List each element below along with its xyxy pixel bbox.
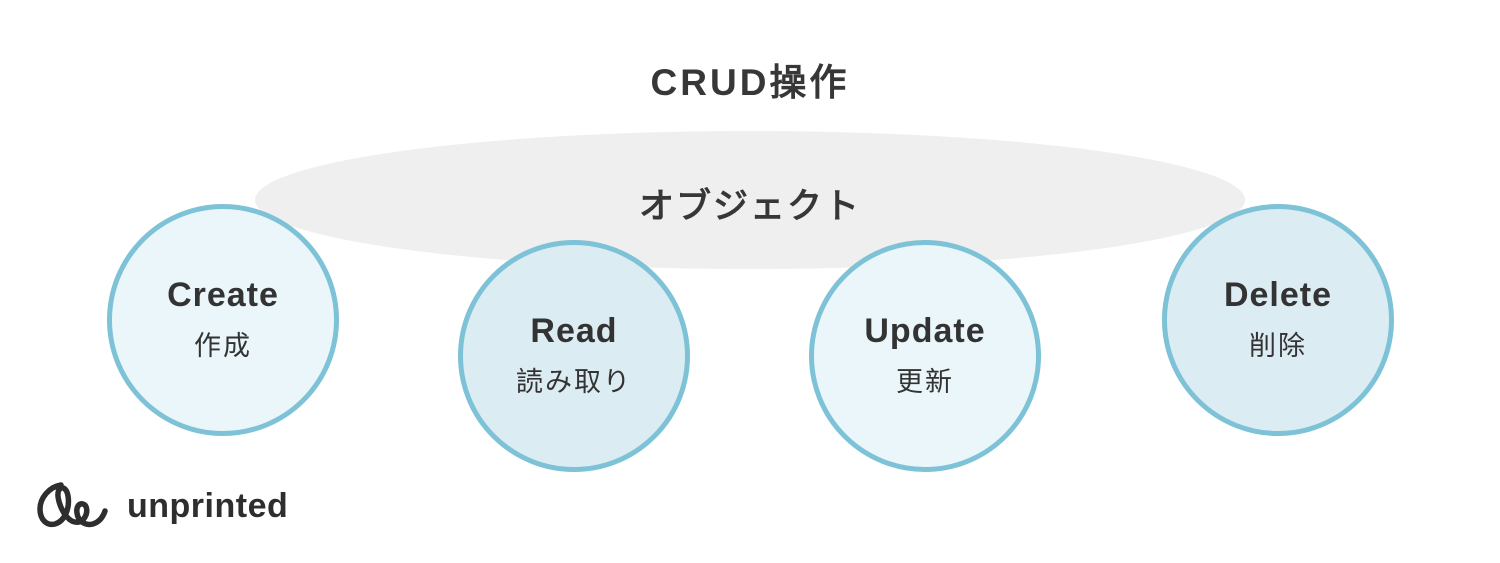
- circle-read: Read 読み取り: [458, 240, 690, 472]
- cursive-squiggle-logo-icon: [37, 482, 108, 528]
- create-label-en: Create: [167, 275, 279, 314]
- delete-label-ja: 削除: [1249, 331, 1307, 362]
- diagram-title: CRUD操作: [650, 62, 850, 103]
- circle-delete: Delete 削除: [1162, 204, 1394, 436]
- read-label-ja: 読み取り: [516, 367, 632, 398]
- object-ellipse: オブジェクト: [255, 131, 1245, 269]
- read-label-en: Read: [530, 311, 618, 350]
- object-ellipse-label: オブジェクト: [638, 186, 861, 226]
- unprinted-logo: unprinted: [35, 476, 288, 536]
- circle-update: Update 更新: [809, 240, 1041, 472]
- logo-text: unprinted: [127, 486, 289, 525]
- update-label-ja: 更新: [896, 367, 954, 398]
- create-label-ja: 作成: [194, 331, 252, 362]
- circle-create: Create 作成: [107, 204, 339, 436]
- update-label-en: Update: [864, 311, 986, 350]
- delete-label-en: Delete: [1223, 275, 1333, 314]
